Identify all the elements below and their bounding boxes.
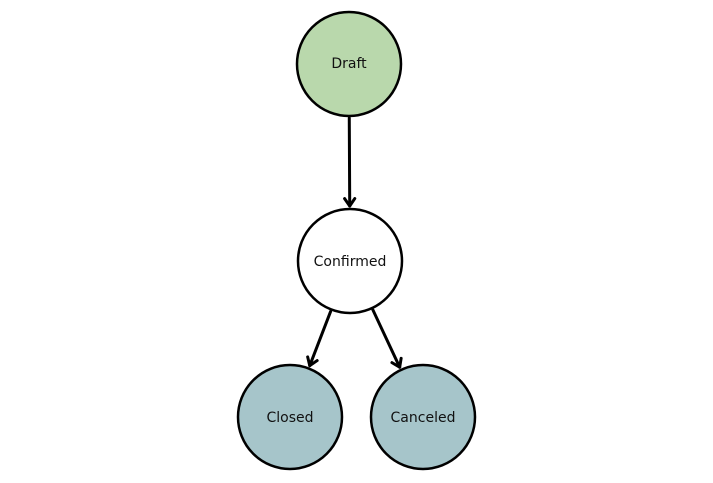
arrowhead-confirmed-to-canceled: [390, 356, 403, 369]
node-draft: Draft: [295, 10, 403, 118]
node-closed-circle: [236, 363, 344, 471]
node-confirmed-circle: [296, 207, 404, 315]
node-canceled-label: Canceled: [391, 410, 456, 426]
arrowhead-confirmed-to-closed: [306, 355, 319, 368]
node-draft-label: Draft: [331, 56, 367, 72]
node-confirmed: Confirmed: [296, 207, 404, 315]
node-canceled: Canceled: [369, 363, 477, 471]
node-closed: Closed: [236, 363, 344, 471]
node-confirmed-label: Confirmed: [314, 254, 387, 270]
arrowhead-draft-to-confirmed: [343, 197, 357, 208]
edge-confirmed-to-canceled: [371, 308, 402, 369]
edge-confirmed-to-closed: [308, 309, 333, 368]
node-draft-circle: [295, 10, 403, 118]
edges-layer: [306, 116, 403, 369]
node-canceled-circle: [369, 363, 477, 471]
node-closed-label: Closed: [266, 410, 313, 426]
